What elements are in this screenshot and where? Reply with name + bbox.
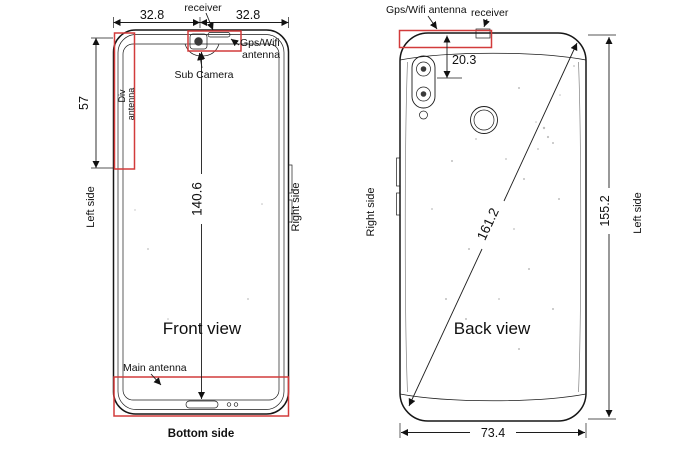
front-bottom-side-label: Bottom side [168, 428, 234, 440]
front-dim-top-right: 32.8 [236, 8, 260, 22]
back-receiver-leader [483, 18, 490, 28]
front-mic-hole [233, 402, 239, 407]
front-bottom-slot [185, 400, 219, 409]
back-fingerprint-sensor [470, 106, 498, 134]
front-subcamera-leader [197, 52, 205, 69]
back-right-side-label: Right side [365, 188, 377, 237]
back-diagonal-segment-2 [503, 42, 578, 202]
front-div-antenna-highlight [113, 32, 136, 170]
front-dim-top-left: 32.8 [140, 8, 164, 22]
front-div-antenna-label-1: Div [117, 89, 127, 102]
front-receiver-label: receiver [184, 2, 222, 14]
back-view [396, 28, 587, 422]
back-receiver-part [475, 28, 491, 39]
front-volume-button [288, 164, 293, 194]
front-main-antenna-leader [150, 373, 162, 386]
front-camera-icon [194, 37, 203, 46]
front-right-side-label: Right side [290, 183, 302, 232]
back-dim-width: 73.4 [481, 426, 505, 440]
front-dim-display-height: 140.6 [190, 182, 205, 216]
back-power-button [396, 192, 401, 216]
back-camera-lens-dot [420, 66, 427, 72]
front-left-side-label: Left side [85, 186, 97, 228]
back-phone-outline [399, 32, 587, 422]
front-receiver-leader [205, 12, 214, 31]
back-left-side-label: Left side [632, 192, 644, 234]
back-flash-icon [419, 110, 428, 120]
back-dim-height: 155.2 [598, 195, 612, 226]
back-camera-module [411, 55, 436, 109]
front-dimension-lines [91, 12, 289, 399]
front-gpswifi-label-line2: antenna [242, 49, 280, 61]
back-camera-lens-dot [420, 91, 427, 97]
back-diagonal-segment-1 [408, 248, 483, 407]
front-mic-hole [226, 402, 232, 407]
back-antenna-line-bottom [399, 393, 587, 402]
front-main-antenna-label: Main antenna [123, 362, 187, 374]
front-gpswifi-label-line1: Gps/Wifi [240, 37, 280, 49]
back-gpswifi-label: Gps/Wifi antenna [386, 4, 467, 16]
front-gpswifi-antenna-highlight [187, 30, 242, 52]
back-curve-right [578, 61, 582, 393]
scan-noise [134, 65, 575, 350]
back-curve-left [404, 61, 408, 393]
front-receiver-slot [207, 32, 231, 38]
front-power-button [288, 199, 293, 223]
front-view-title: Front view [163, 319, 242, 338]
back-camera-lens-1 [416, 61, 431, 77]
back-fingerprint-sensor-inner [473, 109, 495, 131]
back-camera-lens-2 [416, 86, 431, 102]
front-div-antenna-label-2: antenna [126, 88, 136, 121]
back-volume-button [396, 157, 401, 187]
front-phone-outline [112, 29, 290, 415]
front-phone-inner-outline [117, 34, 285, 410]
back-view-title: Back view [454, 319, 531, 338]
back-receiver-label: receiver [471, 7, 509, 19]
back-dim-top-offset: 20.3 [452, 53, 476, 67]
front-subcamera-label: Sub Camera [175, 69, 234, 81]
front-view [112, 29, 293, 415]
front-gpswifi-leader [230, 38, 240, 47]
back-dimension-lines [399, 15, 616, 438]
back-gpswifi-leader [427, 15, 438, 30]
front-camera-module [189, 33, 208, 50]
front-dim-antenna-height: 57 [77, 96, 91, 110]
